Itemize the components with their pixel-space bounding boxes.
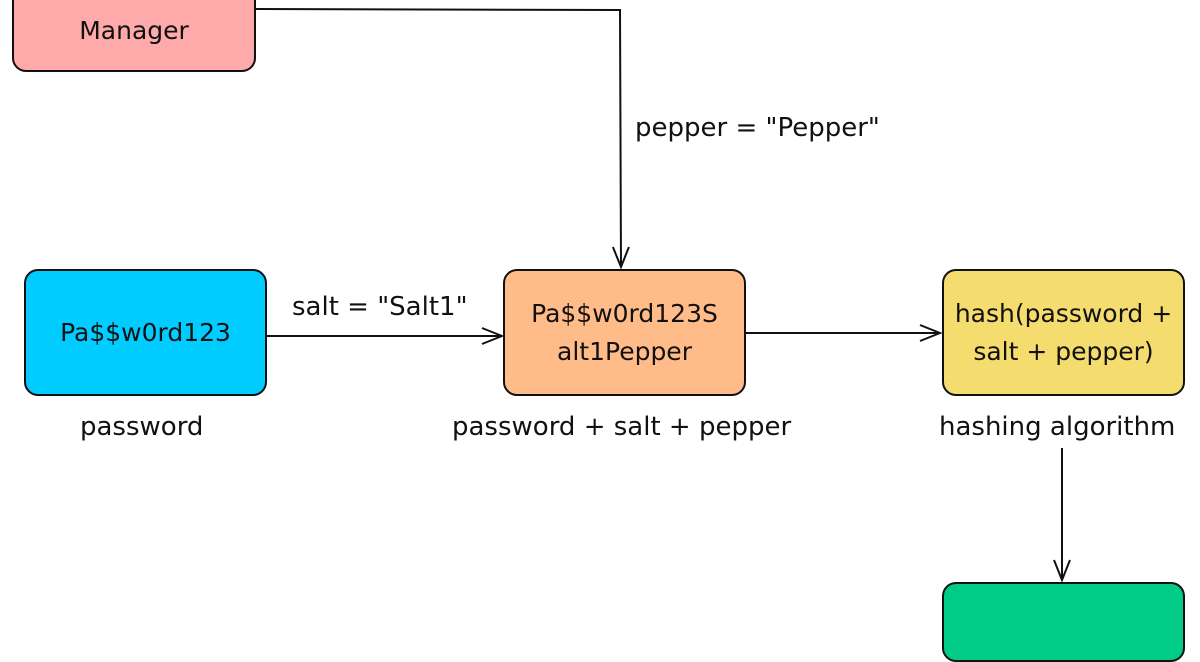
output-node [942,582,1185,662]
combined-text-line1: Pa$$w0rd123S [531,298,718,328]
secret-manager-text: Manager [79,16,189,45]
hash-text-line2: salt + pepper) [973,336,1154,366]
secret-manager-node: Manager [12,0,256,72]
pepper-arrow [255,8,621,267]
combined-caption: password + salt + pepper [452,412,792,442]
pepper-label: pepper = "Pepper" [635,113,880,143]
hash-text-line1: hash(password + [954,298,1173,328]
password-text: Pa$$w0rd123 [60,317,231,347]
combined-text-line2: alt1Pepper [557,336,692,366]
connectors [255,8,1200,600]
password-caption: password [80,412,204,442]
salt-label: salt = "Salt1" [292,292,468,322]
hash-node: hash(password + salt + pepper) [942,269,1185,396]
combined-node: Pa$$w0rd123S alt1Pepper [503,269,746,396]
password-node: Pa$$w0rd123 [24,269,267,396]
hash-caption: hashing algorithm [939,412,1176,442]
